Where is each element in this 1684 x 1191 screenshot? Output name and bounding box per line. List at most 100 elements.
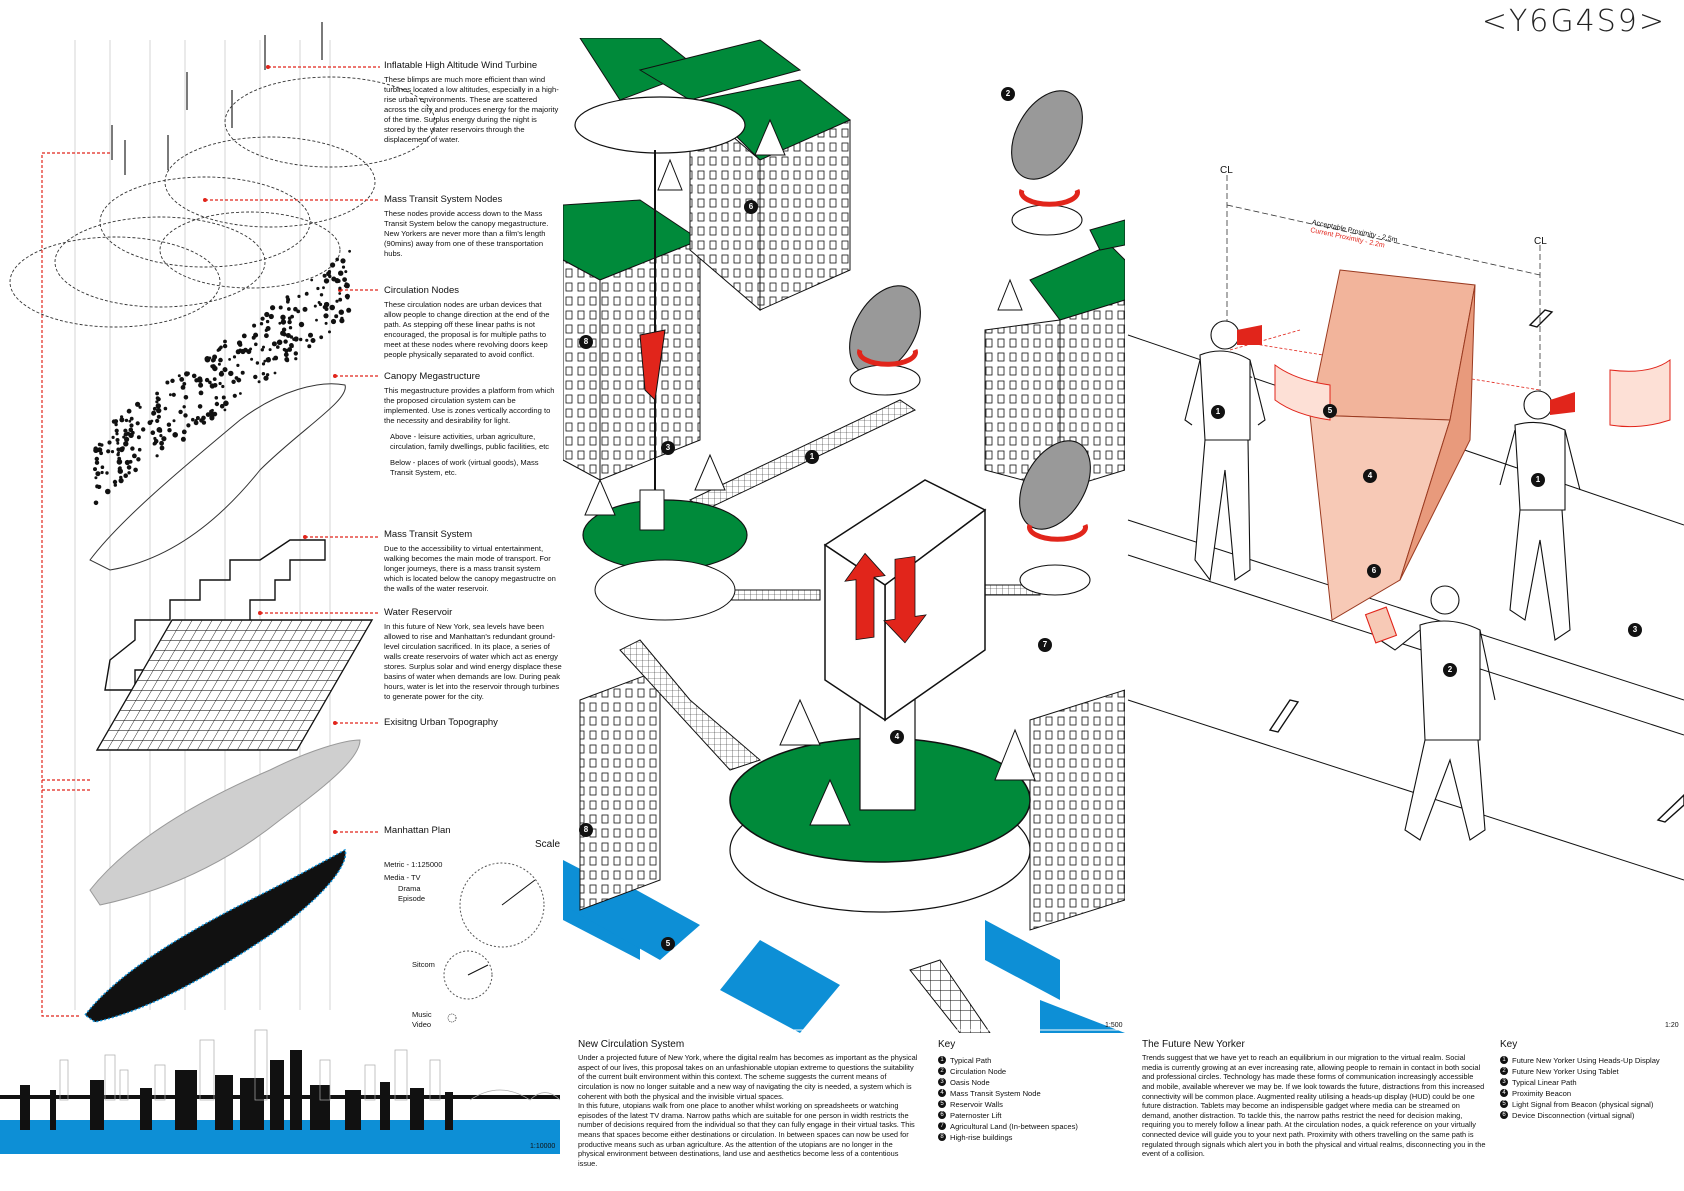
circulation-node-dot	[123, 432, 128, 437]
circulation-node-dot	[156, 407, 162, 414]
annotation-title: Manhattan Plan	[384, 825, 451, 836]
circulation-node-dot	[221, 384, 225, 389]
circulation-node-dot	[338, 270, 344, 276]
circulation-node-dot	[346, 296, 350, 300]
circulation-node-dot	[197, 404, 203, 409]
circulation-node-dot	[128, 427, 134, 433]
circulation-node-dot	[342, 277, 347, 282]
circulation-node-dot	[179, 377, 185, 382]
circulation-node-dot	[268, 348, 272, 352]
circulation-node-dot	[211, 357, 216, 362]
circulation-node-dot	[210, 408, 214, 412]
circulation-node-dot	[261, 362, 266, 366]
circulation-node-dot	[150, 419, 154, 423]
circulation-node-dot	[263, 359, 267, 363]
annotation-title: Inflatable High Altitude Wind Turbine	[384, 60, 538, 71]
circulation-node-dot	[183, 395, 189, 400]
scale-metric: Metric - 1:125000	[384, 860, 443, 869]
scale-skyline: 1:10000	[530, 1143, 556, 1150]
circulation-node-dot	[236, 363, 240, 367]
circulation-node-dot	[218, 381, 222, 386]
circulation-node-dot	[263, 375, 269, 381]
marker-number: 4	[1363, 469, 1377, 483]
circulation-node-dot	[293, 351, 298, 356]
circulation-node-dot	[222, 367, 228, 373]
circulation-node-dot	[169, 393, 172, 397]
circulation-node-dot	[338, 292, 342, 295]
circulation-node-dot	[288, 326, 293, 330]
cl-marker-2: CL	[1534, 236, 1547, 247]
circulation-node-dot	[122, 435, 126, 439]
circulation-node-dot	[338, 297, 343, 302]
right-perspective	[1127, 175, 1684, 881]
marker-number: 6	[1367, 564, 1381, 578]
circulation-node-dot	[105, 488, 111, 495]
circulation-node-dot	[126, 465, 132, 470]
center-title: New Circulation System	[578, 1039, 685, 1050]
circulation-node-dot	[193, 420, 199, 426]
circulation-node-dot	[265, 357, 271, 363]
annotation-body: These blimps are much more efficient tha…	[384, 74, 559, 144]
circulation-node-dot	[201, 415, 206, 421]
marker-number: 5	[661, 937, 675, 951]
circulation-node-dot	[93, 500, 99, 506]
circulation-node-dot	[159, 445, 165, 451]
circulation-node-dot	[119, 417, 125, 423]
circulation-node-dot	[221, 395, 226, 400]
circulation-node-dot	[287, 316, 292, 321]
annotation-above: Above - leisure activities, urban agricu…	[390, 431, 550, 451]
circulation-node-dot	[262, 345, 265, 349]
center-description: New Circulation System Under a projected…	[578, 1038, 918, 1169]
circulation-node-dot	[116, 459, 123, 465]
right-title: The Future New Yorker	[1142, 1039, 1245, 1050]
circulation-node-dot	[249, 347, 253, 351]
circulation-node-dot	[239, 392, 242, 395]
circulation-node-dot	[286, 300, 290, 304]
circulation-node-dot	[285, 295, 290, 299]
marker-number: 1	[1531, 473, 1545, 487]
circulation-node-dot	[166, 422, 172, 427]
circulation-node-dot	[181, 429, 187, 435]
circulation-node-dot	[123, 428, 128, 433]
marker-number: 5	[1323, 404, 1337, 418]
annotation-body: These circulation nodes are urban device…	[384, 299, 550, 359]
circulation-node-dot	[212, 383, 218, 388]
marker-number: 1	[805, 450, 819, 464]
circulation-node-dot	[287, 307, 291, 311]
circulation-node-dot	[250, 357, 254, 361]
circulation-node-dot	[273, 371, 277, 375]
circulation-node-dot	[126, 408, 132, 414]
circulation-node-dot	[270, 305, 276, 311]
circulation-node-dot	[172, 419, 176, 423]
circulation-node-dot	[129, 416, 134, 421]
annotation-body: Due to the accessibility to virtual ente…	[384, 543, 556, 593]
circulation-node-dot	[228, 370, 234, 377]
circulation-node-dot	[124, 436, 130, 442]
circulation-node-dot	[155, 454, 159, 458]
circulation-node-dot	[341, 265, 346, 269]
circulation-node-dot	[265, 373, 270, 377]
circulation-node-dot	[124, 418, 129, 423]
circulation-node-dot	[231, 379, 236, 384]
circulation-node-dot	[280, 314, 286, 320]
circulation-node-dot	[294, 357, 298, 361]
circulation-node-dot	[138, 405, 142, 409]
annotation-transit-nodes: Mass Transit System Nodes These nodes pr…	[384, 194, 559, 259]
marker-number: 7	[1038, 638, 1052, 652]
circulation-node-dot	[323, 313, 329, 319]
annotation-below: Below - places of work (virtual goods), …	[390, 457, 539, 477]
circulation-node-dot	[97, 486, 101, 489]
cl-marker-1: CL	[1220, 165, 1233, 176]
center-body: Under a projected future of New York, wh…	[578, 1053, 918, 1101]
circulation-node-dot	[282, 347, 287, 352]
circulation-node-dot	[191, 417, 195, 422]
annotation-topography: Exisitng Urban Topography	[384, 717, 559, 732]
annotation-title: Canopy Megastructure	[384, 371, 481, 382]
